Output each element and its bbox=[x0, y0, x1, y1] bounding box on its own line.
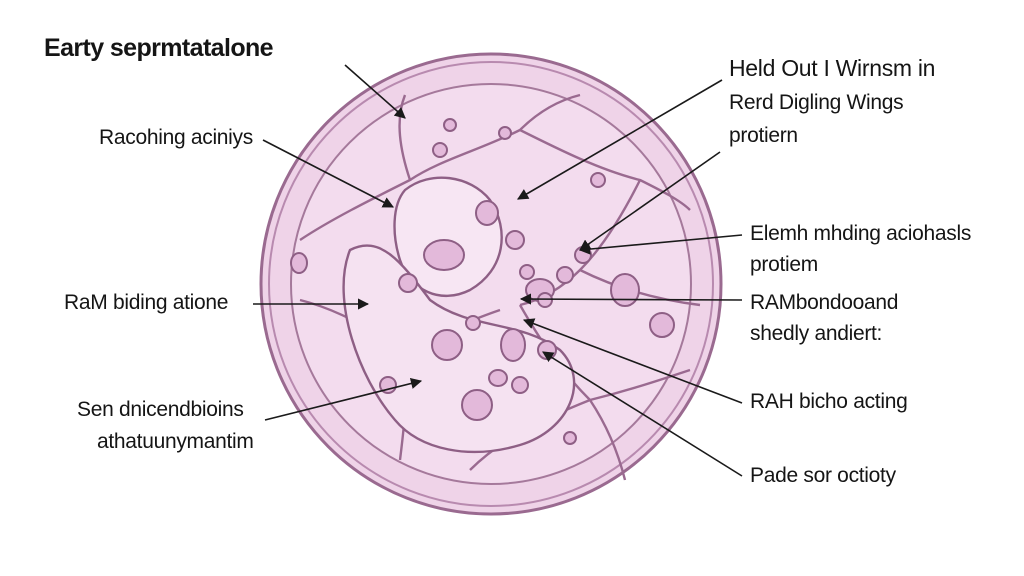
label-elemh-2: protiem bbox=[750, 253, 818, 276]
arrow-racohing bbox=[262, 139, 394, 208]
label-ramb-1: RAMbondooand bbox=[750, 291, 899, 314]
label-racohing: Racohing aciniys bbox=[99, 126, 253, 149]
arrow-pade bbox=[542, 351, 743, 477]
leader-arrows bbox=[253, 64, 743, 477]
arrow-held-out bbox=[517, 79, 723, 200]
label-pade: Pade sor octioty bbox=[750, 464, 896, 487]
arrow-title bbox=[344, 64, 406, 119]
label-ram-binding: RaM biding atione bbox=[64, 291, 229, 314]
arrow-elemh bbox=[578, 234, 743, 255]
diagram-title: Earty seprmtatalone bbox=[44, 34, 274, 62]
label-held-out-3: protiern bbox=[729, 124, 798, 147]
label-rah-bicho: RAH bicho acting bbox=[750, 390, 908, 413]
arrow-rah bbox=[522, 318, 743, 404]
label-sen-2: athatuunymantim bbox=[97, 430, 254, 453]
label-elemh-1: Elemh mhding aciohasls bbox=[750, 222, 972, 245]
label-ramb-2: shedly andiert: bbox=[750, 322, 883, 345]
label-sen-1: Sen dnicendbioins bbox=[77, 398, 244, 421]
label-held-out-1: Held Out I Wirnsm in bbox=[729, 55, 936, 81]
arrow-protiern bbox=[579, 151, 721, 251]
label-held-out-2: Rerd Digling Wings bbox=[729, 91, 904, 114]
arrow-sen bbox=[264, 378, 423, 421]
arrow-ramb bbox=[519, 293, 743, 305]
